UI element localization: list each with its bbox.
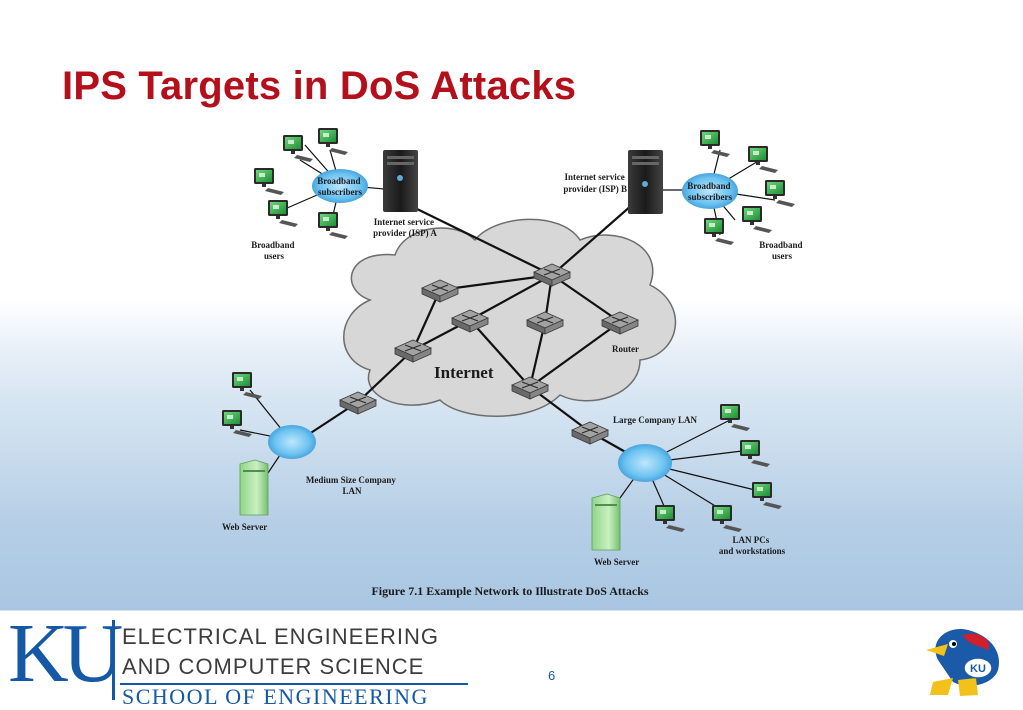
svg-text:KU: KU bbox=[970, 663, 986, 675]
medium-lan-cloud bbox=[268, 425, 316, 459]
label-broadband-users-left: Broadband users bbox=[251, 240, 297, 261]
isp-a-server-icon bbox=[383, 150, 418, 212]
label-isp-a: Internet service provider (ISP) A bbox=[373, 217, 437, 238]
ku-logo: KU bbox=[8, 607, 123, 700]
web-server-right-icon bbox=[591, 493, 621, 551]
ku-logo-divider bbox=[112, 620, 115, 700]
footer-department-line1: ELECTRICAL ENGINEERING bbox=[122, 624, 440, 649]
web-server-left-icon bbox=[239, 459, 269, 516]
pc-icons-medium-lan bbox=[222, 372, 262, 437]
slide-title: IPS Targets in DoS Attacks bbox=[62, 64, 577, 108]
broadband-cloud-right bbox=[682, 173, 738, 209]
label-internet: Internet bbox=[434, 363, 494, 382]
label-large-company-lan: Large Company LAN bbox=[613, 415, 698, 425]
label-isp-b: Internet service provider (ISP) B bbox=[563, 172, 627, 194]
label-broadband-users-right: Broadband users bbox=[759, 240, 805, 261]
broadband-cloud-left bbox=[312, 169, 368, 203]
label-broadband-subscribers-left: Broadband subscribers bbox=[317, 176, 363, 197]
label-web-server-left: Web Server bbox=[222, 522, 267, 532]
footer-rule bbox=[120, 683, 468, 685]
page-number: 6 bbox=[548, 668, 556, 683]
footer-school-name: SCHOOL OF ENGINEERING bbox=[122, 684, 429, 709]
isp-b-server-icon bbox=[628, 150, 663, 214]
jayhawk-mascot-icon: KU bbox=[926, 629, 999, 696]
edge-router bbox=[571, 421, 609, 445]
label-broadband-subscribers-right: Broadband subscribers bbox=[687, 181, 733, 202]
label-lan-pcs: LAN PCs and workstations bbox=[719, 535, 786, 556]
internet-cloud bbox=[343, 218, 677, 417]
label-medium-company-lan: Medium Size Company LAN bbox=[306, 475, 398, 496]
footer-bar bbox=[0, 611, 1023, 708]
large-lan-cloud bbox=[618, 444, 672, 482]
figure-caption: Figure 7.1 Example Network to Illustrate… bbox=[371, 584, 648, 598]
label-web-server-right: Web Server bbox=[594, 557, 639, 567]
label-router: Router bbox=[612, 344, 639, 354]
footer-department-line2: AND COMPUTER SCIENCE bbox=[122, 654, 425, 679]
dos-network-diagram: Broadband subscribers Broadband users In… bbox=[222, 128, 805, 598]
